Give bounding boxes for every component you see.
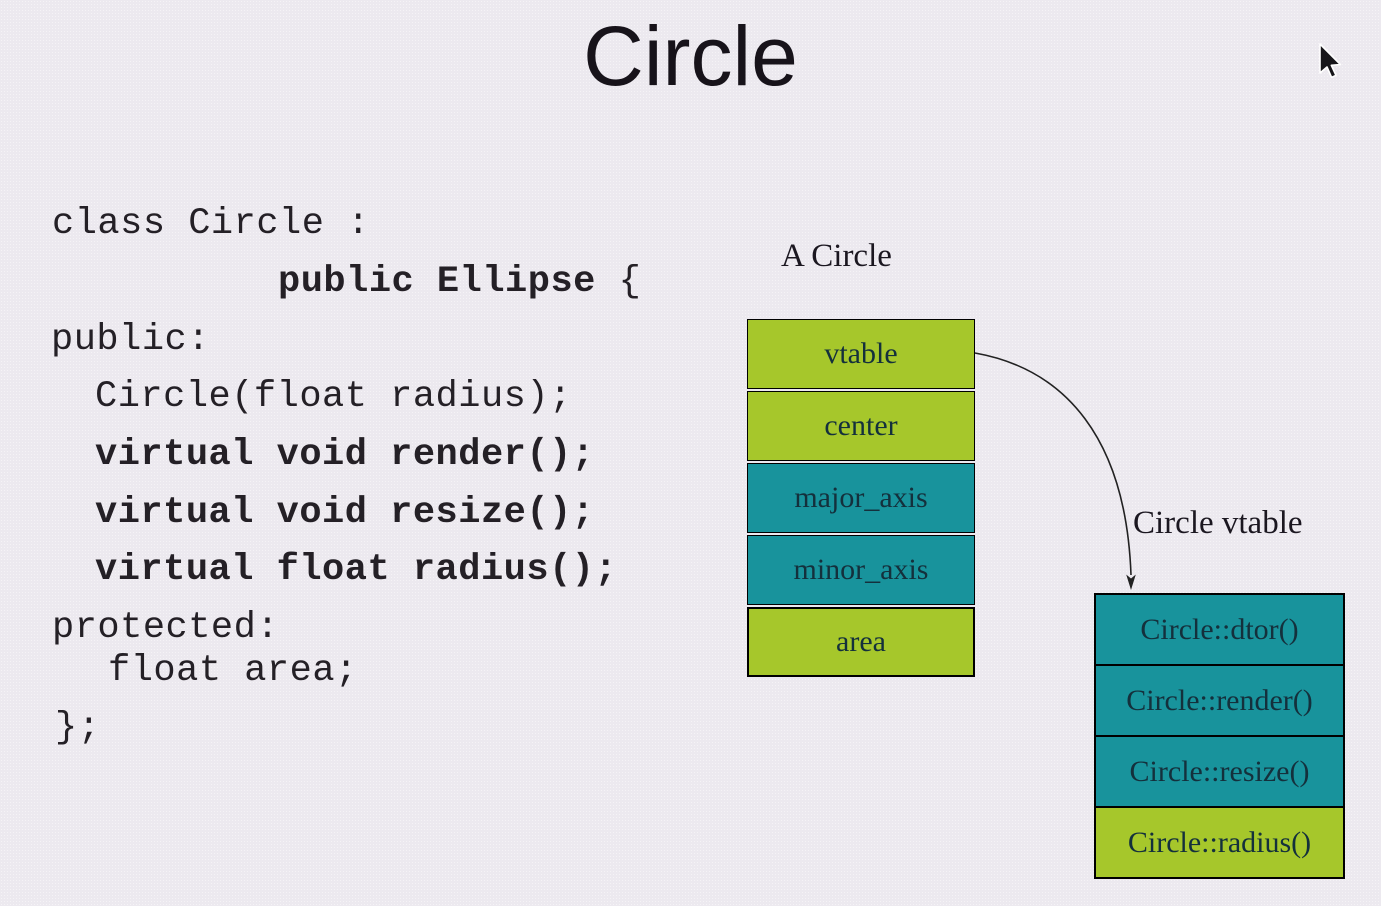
vtable-diagram-heading: Circle vtable (1133, 505, 1303, 541)
vtable-cell-resize: Circle::resize() (1094, 735, 1345, 808)
memory-cell-vtable: vtable (747, 319, 975, 389)
code-line-resize: virtual void resize(); (95, 492, 595, 534)
code-line-constructor: Circle(float radius); (95, 376, 572, 418)
vtable-cell-radius: Circle::radius() (1094, 806, 1345, 879)
memory-cell-center: center (747, 391, 975, 461)
memory-cell-area: area (747, 607, 975, 677)
code-line-radius: virtual float radius(); (95, 549, 618, 591)
memory-cell-minor-axis: minor_axis (747, 535, 975, 605)
vtable-pointer-arrow (974, 352, 1136, 590)
vtable-cell-dtor: Circle::dtor() (1094, 593, 1345, 666)
code-base-class-bold: public Ellipse (278, 261, 596, 303)
code-base-class-brace: { (595, 261, 642, 303)
code-line-public-label: public: (51, 319, 210, 361)
code-line-base-class: public Ellipse { (278, 260, 641, 304)
slide-title: Circle (583, 9, 798, 103)
object-diagram-heading: A Circle (781, 238, 892, 274)
code-line-class-decl: class Circle : (52, 203, 370, 245)
vtable-cell-render: Circle::render() (1094, 664, 1345, 737)
memory-cell-major-axis: major_axis (747, 463, 975, 533)
code-line-protected-label: protected: (52, 607, 280, 649)
code-line-render: virtual void render(); (95, 434, 595, 476)
code-line-area-member: float area; (108, 650, 358, 692)
vtable-stack: Circle::dtor() Circle::render() Circle::… (1094, 593, 1345, 879)
object-memory-stack: vtable center major_axis minor_axis area (747, 319, 975, 679)
code-line-closing-brace: }; (55, 707, 101, 749)
